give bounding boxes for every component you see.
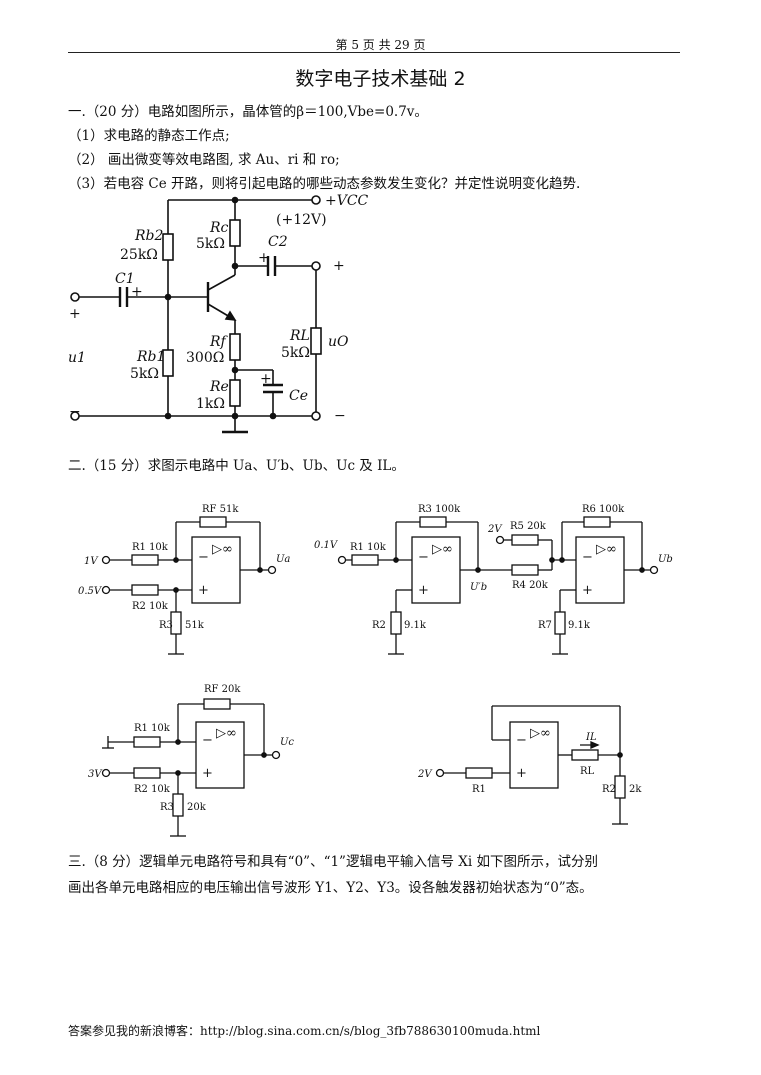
rl-label: RL [289,328,310,344]
d-opamp-symbol: ▷∞ [530,726,551,741]
a-r3-label: R3 [159,620,173,631]
d-in: 2V [417,769,433,780]
rb1-value: 5kΩ [130,366,159,382]
rb1-label: Rb1 [136,349,165,365]
svg-text:+: + [202,766,213,781]
re-label: Re [209,379,229,395]
c-r1-label: R1 10k [134,723,171,734]
ui-label: u1 [68,350,86,366]
b-in1: 0.1V [314,540,339,551]
b2-opamp-symbol: ▷∞ [596,542,617,557]
b-r6-label: R6 100k [582,504,625,515]
opamp-a-labels: RF 51k R1 10k R2 10k R3 51k 1V 0.5V Ua −… [78,504,290,631]
rf-label: Rf [209,334,229,350]
page-title: 数字电子技术基础 2 [295,68,466,90]
page-header: 第 5 页 共 29 页 [335,38,426,52]
a-rf-label: RF 51k [202,504,239,515]
b-r2-label: R2 [372,620,386,631]
in-plus: + [69,306,81,322]
b-in2: 2V [487,524,503,535]
a-opamp-symbol: ▷∞ [212,542,233,557]
a-in1: 1V [84,556,99,567]
footer-link-note: 答案参见我的新浪博客：http://blog.sina.com.cn/s/blo… [68,1024,541,1038]
c2-label: C2 [268,234,288,250]
c-rf-label: RF 20k [204,684,241,695]
a-r3-value: 51k [185,620,205,631]
ce-label: Ce [289,388,308,404]
header-rule [68,52,680,53]
c-r2-label: R2 10k [134,784,171,795]
svg-text:−: − [582,550,593,565]
q2-intro: 二.（15 分）求图示电路中 Ua、U′b、Ub、Uc 及 IL。 [68,458,405,474]
c-in: 3V [88,769,103,780]
d-r1-label: R1 [472,784,486,795]
a-r2-label: R2 10k [132,601,169,612]
uo-label: uO [328,334,349,350]
q3-line1: 三.（8 分）逻辑单元电路符号和具有“0”、“1”逻辑电平输入信号 Xi 如下图… [68,854,598,870]
c-r3-label: R3 [160,802,174,813]
b1-opamp-symbol: ▷∞ [432,542,453,557]
rf-value: 300Ω [186,350,224,366]
c-out: Uc [280,737,294,748]
opamp-circuit-a [101,516,277,655]
q3-line2: 画出各单元电路相应的电压输出信号波形 Y1、Y2、Y3。设各触发器初始状态为“0… [68,880,593,896]
c-opamp-symbol: ▷∞ [216,726,237,741]
a-out: Ua [276,554,290,565]
out-minus: − [334,408,346,424]
b-r3-label: R3 100k [418,504,461,515]
q1-part2: （2） 画出微变等效电路图, 求 Au、ri 和 ro; [68,152,340,168]
ce-plus: + [260,371,272,387]
rc-value: 5kΩ [196,236,225,252]
rb2-value: 25kΩ [120,247,158,263]
d-r2-value: 2k [629,784,642,795]
b-r7-value: 9.1k [568,620,591,631]
svg-text:−: − [202,733,213,748]
a-r1-label: R1 10k [132,542,169,553]
svg-text:−: − [198,550,209,565]
d-il-label: IL [585,732,597,743]
c1-plus: + [131,284,143,300]
d-rl-label: RL [580,766,595,777]
svg-text:+: + [418,583,429,598]
rc-label: Rc [209,220,229,236]
q1-part1: （1）求电路的静态工作点; [68,128,230,144]
in-minus: − [69,404,81,420]
q1-part3: （3）若电容 Ce 开路，则将引起电路的哪些动态参数发生变化？并定性说明变化趋势… [68,176,581,192]
b-ub-prime: U′b [470,582,487,593]
c1-label: C1 [115,271,135,287]
opamp-b-labels: R3 100k R1 10k 0.1V R2 9.1k U′b 2V R5 20… [314,504,673,631]
svg-text:+: + [516,766,527,781]
rl-value: 5kΩ [281,345,310,361]
d-r2-label: R2 [602,784,616,795]
svg-text:+: + [198,583,209,598]
a-in2: 0.5V [78,586,103,597]
c2-plus: + [258,250,270,266]
opamp-c-labels: RF 20k R1 10k R2 10k R3 20k 3V Uc − + ▷∞ [88,684,294,813]
opamp-d-labels: 2V R1 IL RL R2 2k − + ▷∞ [417,726,642,795]
opamp-circuit-b [337,516,659,655]
bjt-labels: +VCC (+12V) Rb2 25kΩ Rc 5kΩ C2 + C1 + + … [68,193,369,424]
vcc-label: +VCC [325,193,369,209]
re-value: 1kΩ [196,396,225,412]
svg-text:+: + [582,583,593,598]
vcc-value: (+12V) [276,212,327,228]
b-out: Ub [658,554,673,565]
b-r5-label: R5 20k [510,521,547,532]
opamp-circuit-d [435,705,628,825]
out-plus: + [333,258,345,274]
opamp-circuit-c [101,698,281,837]
svg-text:−: − [418,550,429,565]
c-r3-value: 20k [187,802,207,813]
b-r7-label: R7 [538,620,552,631]
rb2-label: Rb2 [134,228,164,244]
b-r1-label: R1 10k [350,542,387,553]
q1-intro: 一.（20 分）电路如图所示，晶体管的β＝100,Vbe=0.7v。 [68,104,428,120]
bjt-amplifier-circuit [70,195,322,434]
svg-text:−: − [516,733,527,748]
b-r4-label: R4 20k [512,580,549,591]
b-r2-value: 9.1k [404,620,427,631]
